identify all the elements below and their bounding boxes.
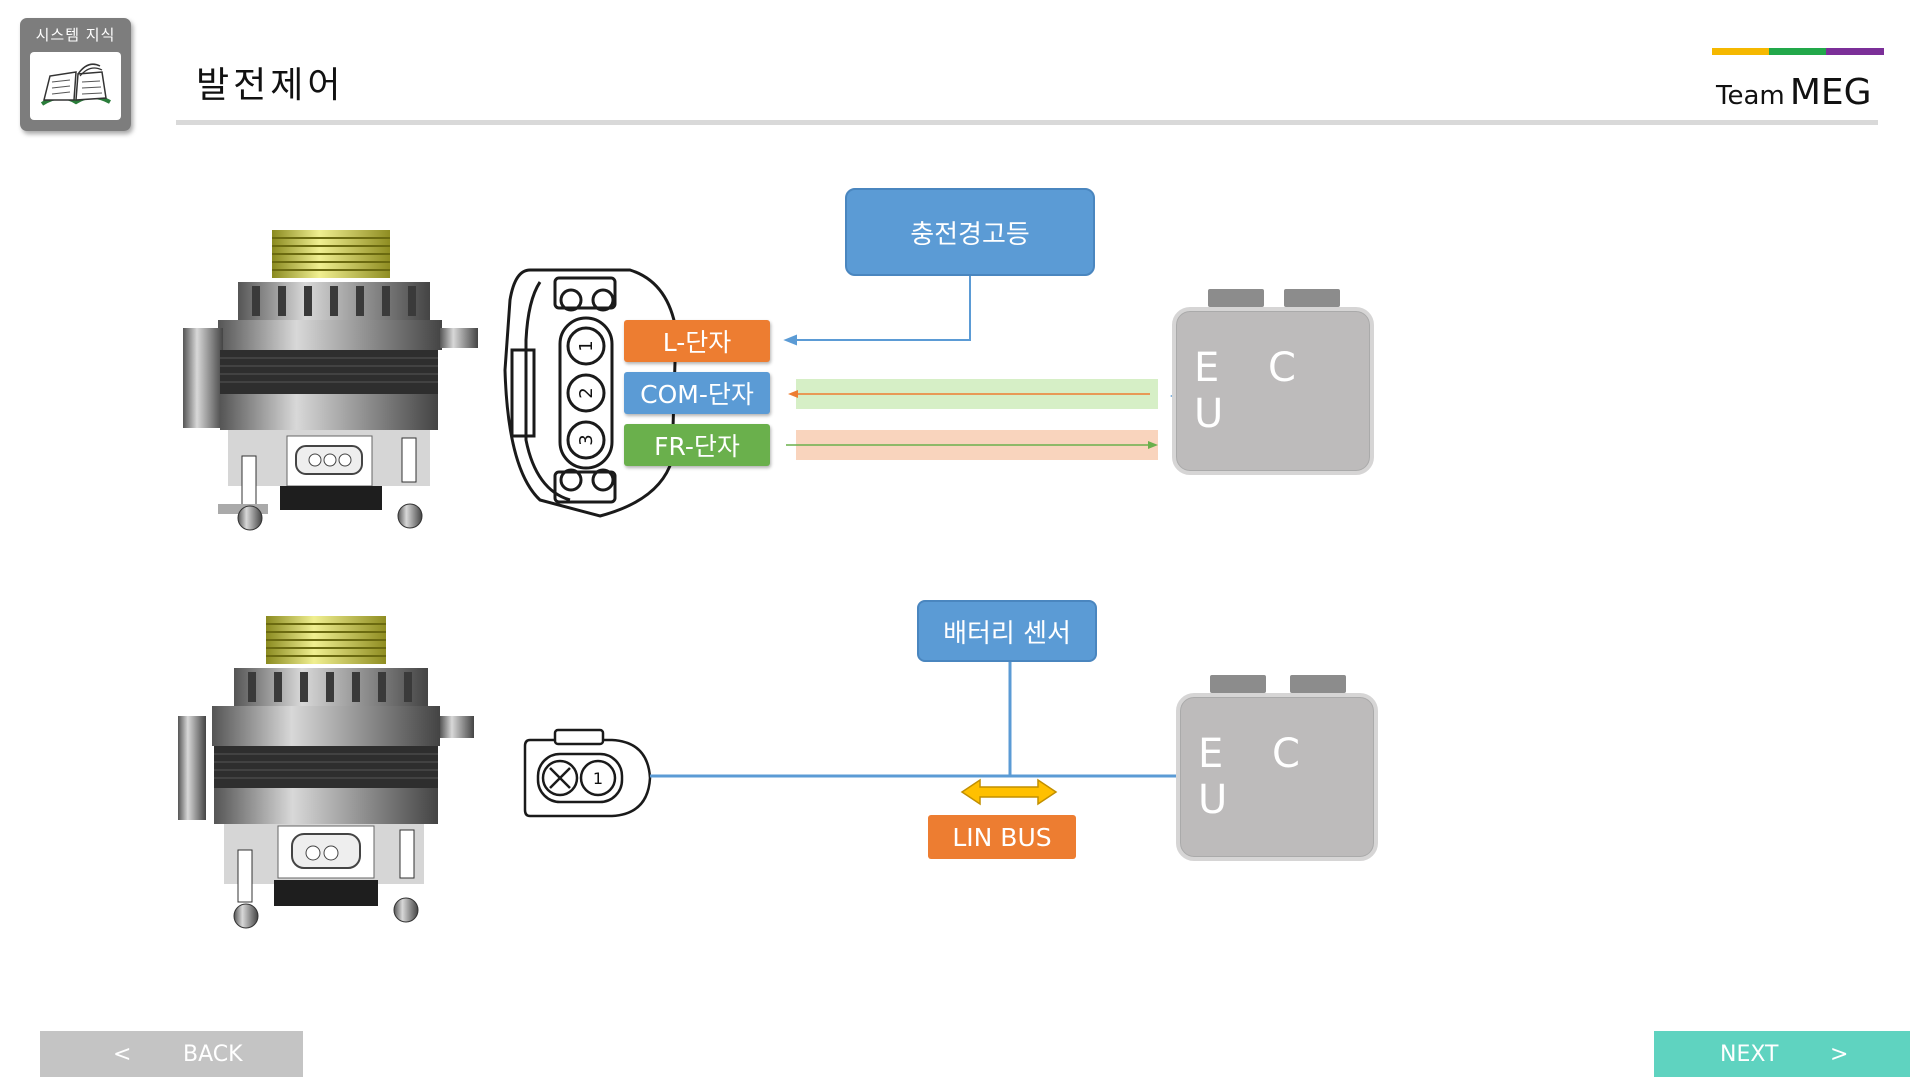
badge-label: 시스템 지식 — [35, 26, 116, 44]
charge-warning-lamp-box: 충전경고등 — [845, 188, 1095, 276]
chevron-left-icon: < — [113, 1041, 132, 1067]
lin-bus-label: LIN BUS — [928, 815, 1076, 859]
page-title: 발전제어 — [196, 65, 345, 106]
double-arrow-icon — [960, 778, 1058, 806]
ecu-block-top: E C U — [1172, 289, 1374, 475]
back-button[interactable]: < BACK — [40, 1031, 303, 1077]
ecu-label: E C U — [1172, 307, 1374, 475]
chevron-right-icon: > — [1830, 1041, 1849, 1067]
ecu-pin — [1210, 675, 1266, 693]
pin-label-bottom-1: 1 — [593, 769, 603, 788]
pin-label-3: 3 — [576, 434, 597, 445]
terminal-l-label: L-단자 — [624, 320, 770, 362]
brand-prefix: Team — [1716, 81, 1785, 111]
ecu-pin — [1208, 289, 1264, 307]
title-divider — [176, 120, 1878, 125]
connector-2pin — [523, 728, 652, 818]
battery-sensor-box: 배터리 센서 — [917, 600, 1097, 662]
section-badge: 시스템 지식 — [20, 18, 131, 131]
terminal-fr-label: FR-단자 — [624, 424, 770, 466]
ecu-pin — [1290, 675, 1346, 693]
alternator-image-top — [183, 230, 478, 531]
book-icon — [30, 52, 121, 120]
accent-bar-purple — [1826, 48, 1884, 55]
ecu-pin — [1284, 289, 1340, 307]
accent-bar-green — [1769, 48, 1826, 55]
ecu-label: E C U — [1176, 693, 1378, 861]
connector-3pin-numbers: 1 2 3 — [576, 340, 597, 445]
brand-name: MEG — [1789, 72, 1872, 113]
accent-bar-yellow — [1712, 48, 1769, 55]
alternator-image-bottom — [178, 616, 474, 929]
next-label: NEXT — [1720, 1041, 1779, 1067]
pin-label-1: 1 — [576, 340, 597, 351]
ecu-block-bottom: E C U — [1176, 675, 1378, 861]
brand-logo: Team MEG — [1716, 72, 1872, 113]
next-button[interactable]: NEXT > — [1654, 1031, 1910, 1077]
back-label: BACK — [183, 1041, 243, 1067]
terminal-com-label: COM-단자 — [624, 372, 770, 414]
warning-lamp-line — [783, 276, 971, 346]
pin-label-2: 2 — [576, 387, 597, 398]
